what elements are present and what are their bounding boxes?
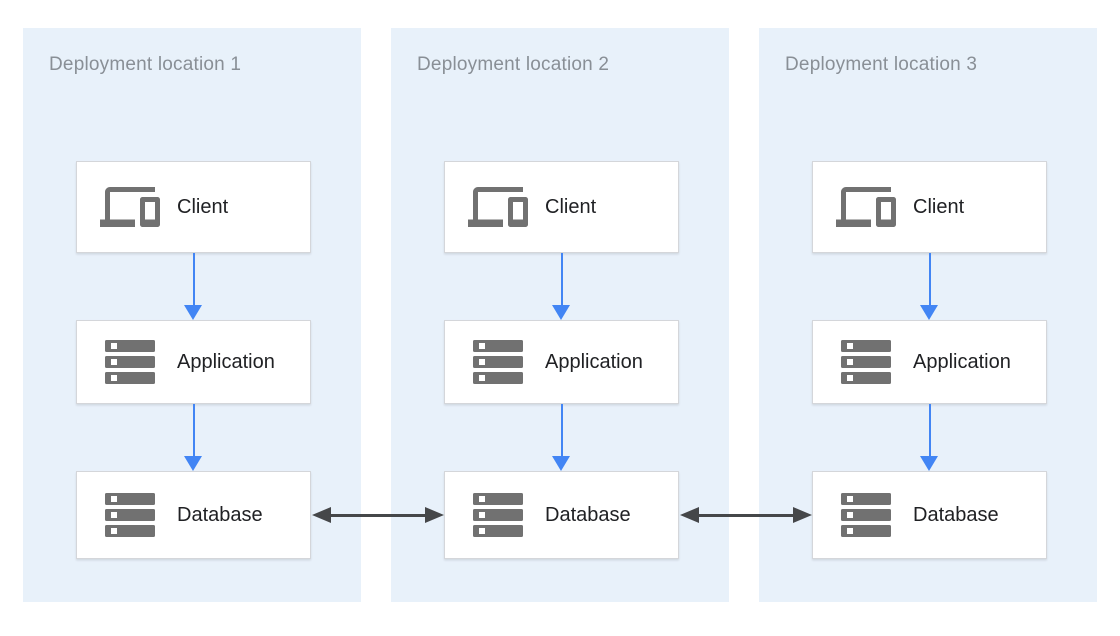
application-to-database-arrow	[184, 404, 203, 471]
application-to-database-arrow	[552, 404, 571, 471]
database-node-label: Database	[913, 503, 999, 526]
application-node-label: Application	[913, 350, 1011, 373]
devices-icon	[835, 177, 897, 237]
server-stack-icon	[99, 340, 161, 384]
database-node: Database	[76, 471, 311, 559]
client-to-application-arrow	[920, 253, 939, 320]
application-node-label: Application	[177, 350, 275, 373]
database-node: Database	[812, 471, 1047, 559]
client-node-label: Client	[545, 195, 597, 218]
deployment-location-1-title: Deployment location 1	[49, 54, 242, 75]
client-node-label: Client	[177, 195, 229, 218]
client-to-application-arrow	[552, 253, 571, 320]
application-node-label: Application	[545, 350, 643, 373]
server-stack-icon	[467, 340, 529, 384]
client-to-application-arrow	[184, 253, 203, 320]
deployment-location-2-panel: Deployment location 2 Client Application	[391, 28, 729, 602]
database-node-label: Database	[177, 503, 263, 526]
database-node: Database	[444, 471, 679, 559]
client-node: Client	[76, 161, 311, 253]
deployment-location-3-title: Deployment location 3	[785, 54, 978, 75]
client-node-label: Client	[913, 195, 965, 218]
database-node-label: Database	[545, 503, 631, 526]
server-stack-icon	[99, 493, 161, 537]
server-stack-icon	[835, 493, 897, 537]
deployment-location-3-panel: Deployment location 3 Client Application	[759, 28, 1097, 602]
server-stack-icon	[835, 340, 897, 384]
application-node: Application	[76, 320, 311, 404]
devices-icon	[99, 177, 161, 237]
server-stack-icon	[467, 493, 529, 537]
deployment-location-1-panel: Deployment location 1 Client Application	[23, 28, 361, 602]
application-node: Application	[444, 320, 679, 404]
application-to-database-arrow	[920, 404, 939, 471]
deployment-location-2-title: Deployment location 2	[417, 54, 610, 75]
client-node: Client	[812, 161, 1047, 253]
client-node: Client	[444, 161, 679, 253]
application-node: Application	[812, 320, 1047, 404]
devices-icon	[467, 177, 529, 237]
